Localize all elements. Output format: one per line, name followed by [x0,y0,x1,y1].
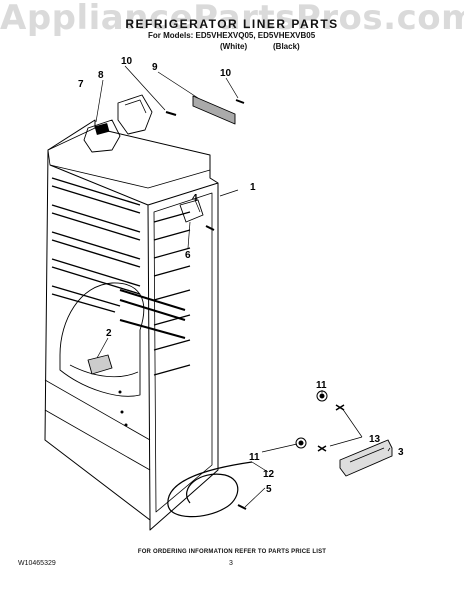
part-5-screw [237,504,247,510]
center-ribs [119,289,186,339]
callout-6: 6 [185,250,191,261]
part-9-strip [192,95,236,125]
part-3-housing [339,439,393,477]
document-number: W10465329 [18,560,56,567]
page-number: 3 [229,560,233,567]
callout-10b: 10 [220,68,232,79]
leader-lines [95,65,391,508]
liner-front-face [49,164,219,521]
crisper-pan [59,282,145,397]
variant-white-label: (White) [220,42,248,51]
callout-4: 4 [192,193,198,204]
callout-11a: 11 [316,380,327,391]
left-shelf-rails [51,177,141,313]
models-line: For Models: ED5VHEXVQ05, ED5VHEXVB05 [148,31,316,40]
variant-black-label: (Black) [273,42,300,51]
callout-11b: 11 [249,452,260,463]
liner-top [47,127,211,189]
callout-8: 8 [98,70,104,81]
callout-10a: 10 [121,56,133,67]
part-6-bracket [179,199,204,223]
part-12-wire [167,461,253,518]
part-11-grommet-b [295,437,307,449]
callout-2: 2 [106,328,112,339]
ordering-note: FOR ORDERING INFORMATION REFER TO PARTS … [137,549,327,555]
part-10-screw-b [235,99,245,104]
liner-outline [44,119,219,531]
part-2-bracket [87,354,113,375]
callout-1: 1 [250,182,256,193]
right-shelf-rails [153,211,191,376]
callout-5: 5 [266,484,272,495]
part-7-housing [83,119,121,153]
part-4-screw [205,225,215,231]
liner-bottom [44,379,151,471]
part-10-screw-a [165,111,177,116]
part-13-clip-b [317,445,327,452]
callout-12: 12 [263,469,275,480]
callout-9: 9 [152,62,158,73]
callout-13: 13 [369,434,381,445]
page-title: REFRIGERATOR LINER PARTS [125,17,339,31]
liner-front-inner [153,192,213,513]
part-8-bracket [117,94,153,135]
callout-3: 3 [398,447,404,458]
watermark: AppliancePartsPros.com [0,0,464,38]
bottom-dots [118,390,128,427]
callout-7: 7 [78,79,84,90]
